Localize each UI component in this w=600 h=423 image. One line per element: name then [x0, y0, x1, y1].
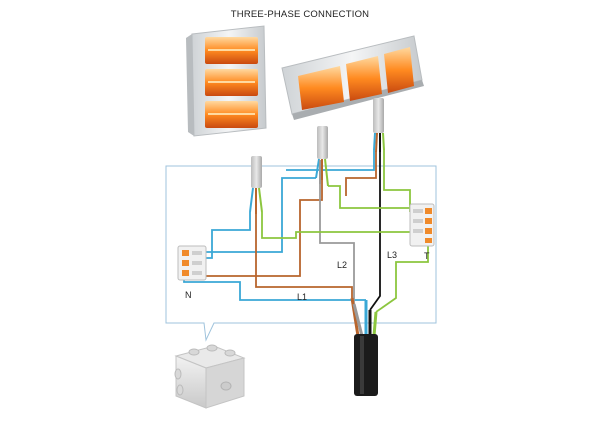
l3-label: L3 [387, 250, 397, 260]
earth-terminal-block [409, 203, 435, 247]
heater-cables [251, 98, 384, 188]
junction-box-image [174, 344, 246, 409]
l3-wire [369, 152, 381, 311]
supply-cable [350, 297, 378, 396]
l2-label: L2 [337, 260, 347, 270]
earth-wires [261, 150, 429, 313]
horizontal-heater-image [281, 35, 424, 120]
earth-label: T [424, 251, 430, 261]
vertical-heater-image [186, 25, 267, 137]
neutral-terminal-block [177, 245, 207, 281]
enclosure-outline [165, 165, 437, 342]
cable-tail-conductors [249, 132, 385, 214]
l1-label: L1 [297, 292, 307, 302]
diagram-title: THREE-PHASE CONNECTION [230, 9, 370, 20]
neutral-wires [183, 150, 375, 301]
l1-wires [196, 152, 377, 298]
neutral-label: N [185, 290, 192, 300]
l2-wire [319, 184, 355, 304]
